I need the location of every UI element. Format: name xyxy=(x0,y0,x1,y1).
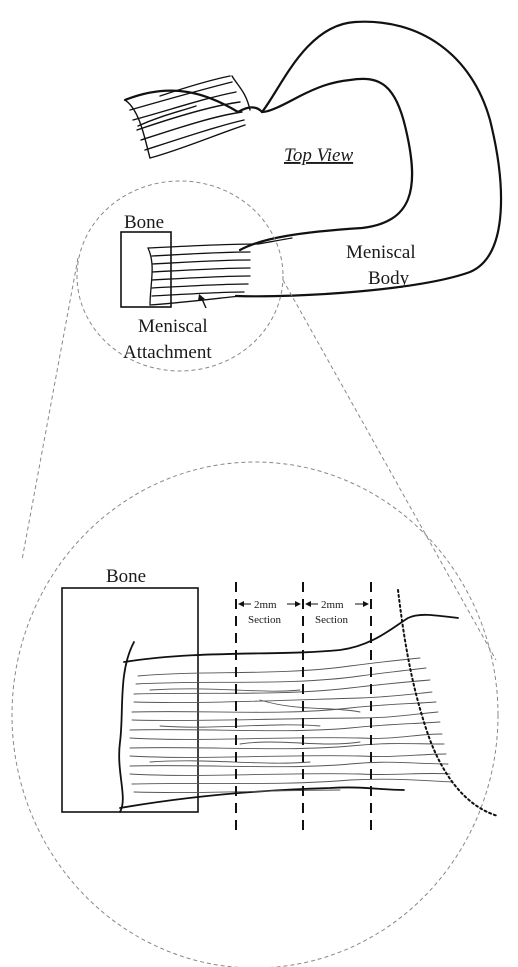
body-label-line1: Meniscal xyxy=(346,242,416,263)
body-label-line2: Body xyxy=(368,268,410,289)
section-2-name-label: Section xyxy=(315,614,348,626)
top-bone-label: Bone xyxy=(124,212,164,233)
zoom-collagen-fibers xyxy=(130,658,452,793)
attachment-label-line1: Meniscal xyxy=(138,316,208,337)
attachment-label-line2: Attachment xyxy=(123,342,212,363)
section-2-dimension: 2mm Section xyxy=(305,599,369,626)
magnifier-circle-large xyxy=(12,462,498,967)
section-1-dimension: 2mm Section xyxy=(238,599,301,626)
top-view-figure: Top View Bone Meniscal Attachment xyxy=(77,22,501,371)
section-2-size-label: 2mm xyxy=(321,599,344,611)
top-view-label: Top View xyxy=(284,145,353,166)
anterior-attachment-fibers xyxy=(148,238,292,305)
zoom-detail-figure: Bone xyxy=(12,462,498,967)
section-1-size-label: 2mm xyxy=(254,599,277,611)
section-1-name-label: Section xyxy=(248,614,281,626)
zoom-bone-rectangle xyxy=(62,588,198,812)
zoom-bone-label: Bone xyxy=(106,566,146,587)
posterior-attachment-fibers xyxy=(125,76,250,158)
zoom-tissue-outline xyxy=(119,615,458,812)
